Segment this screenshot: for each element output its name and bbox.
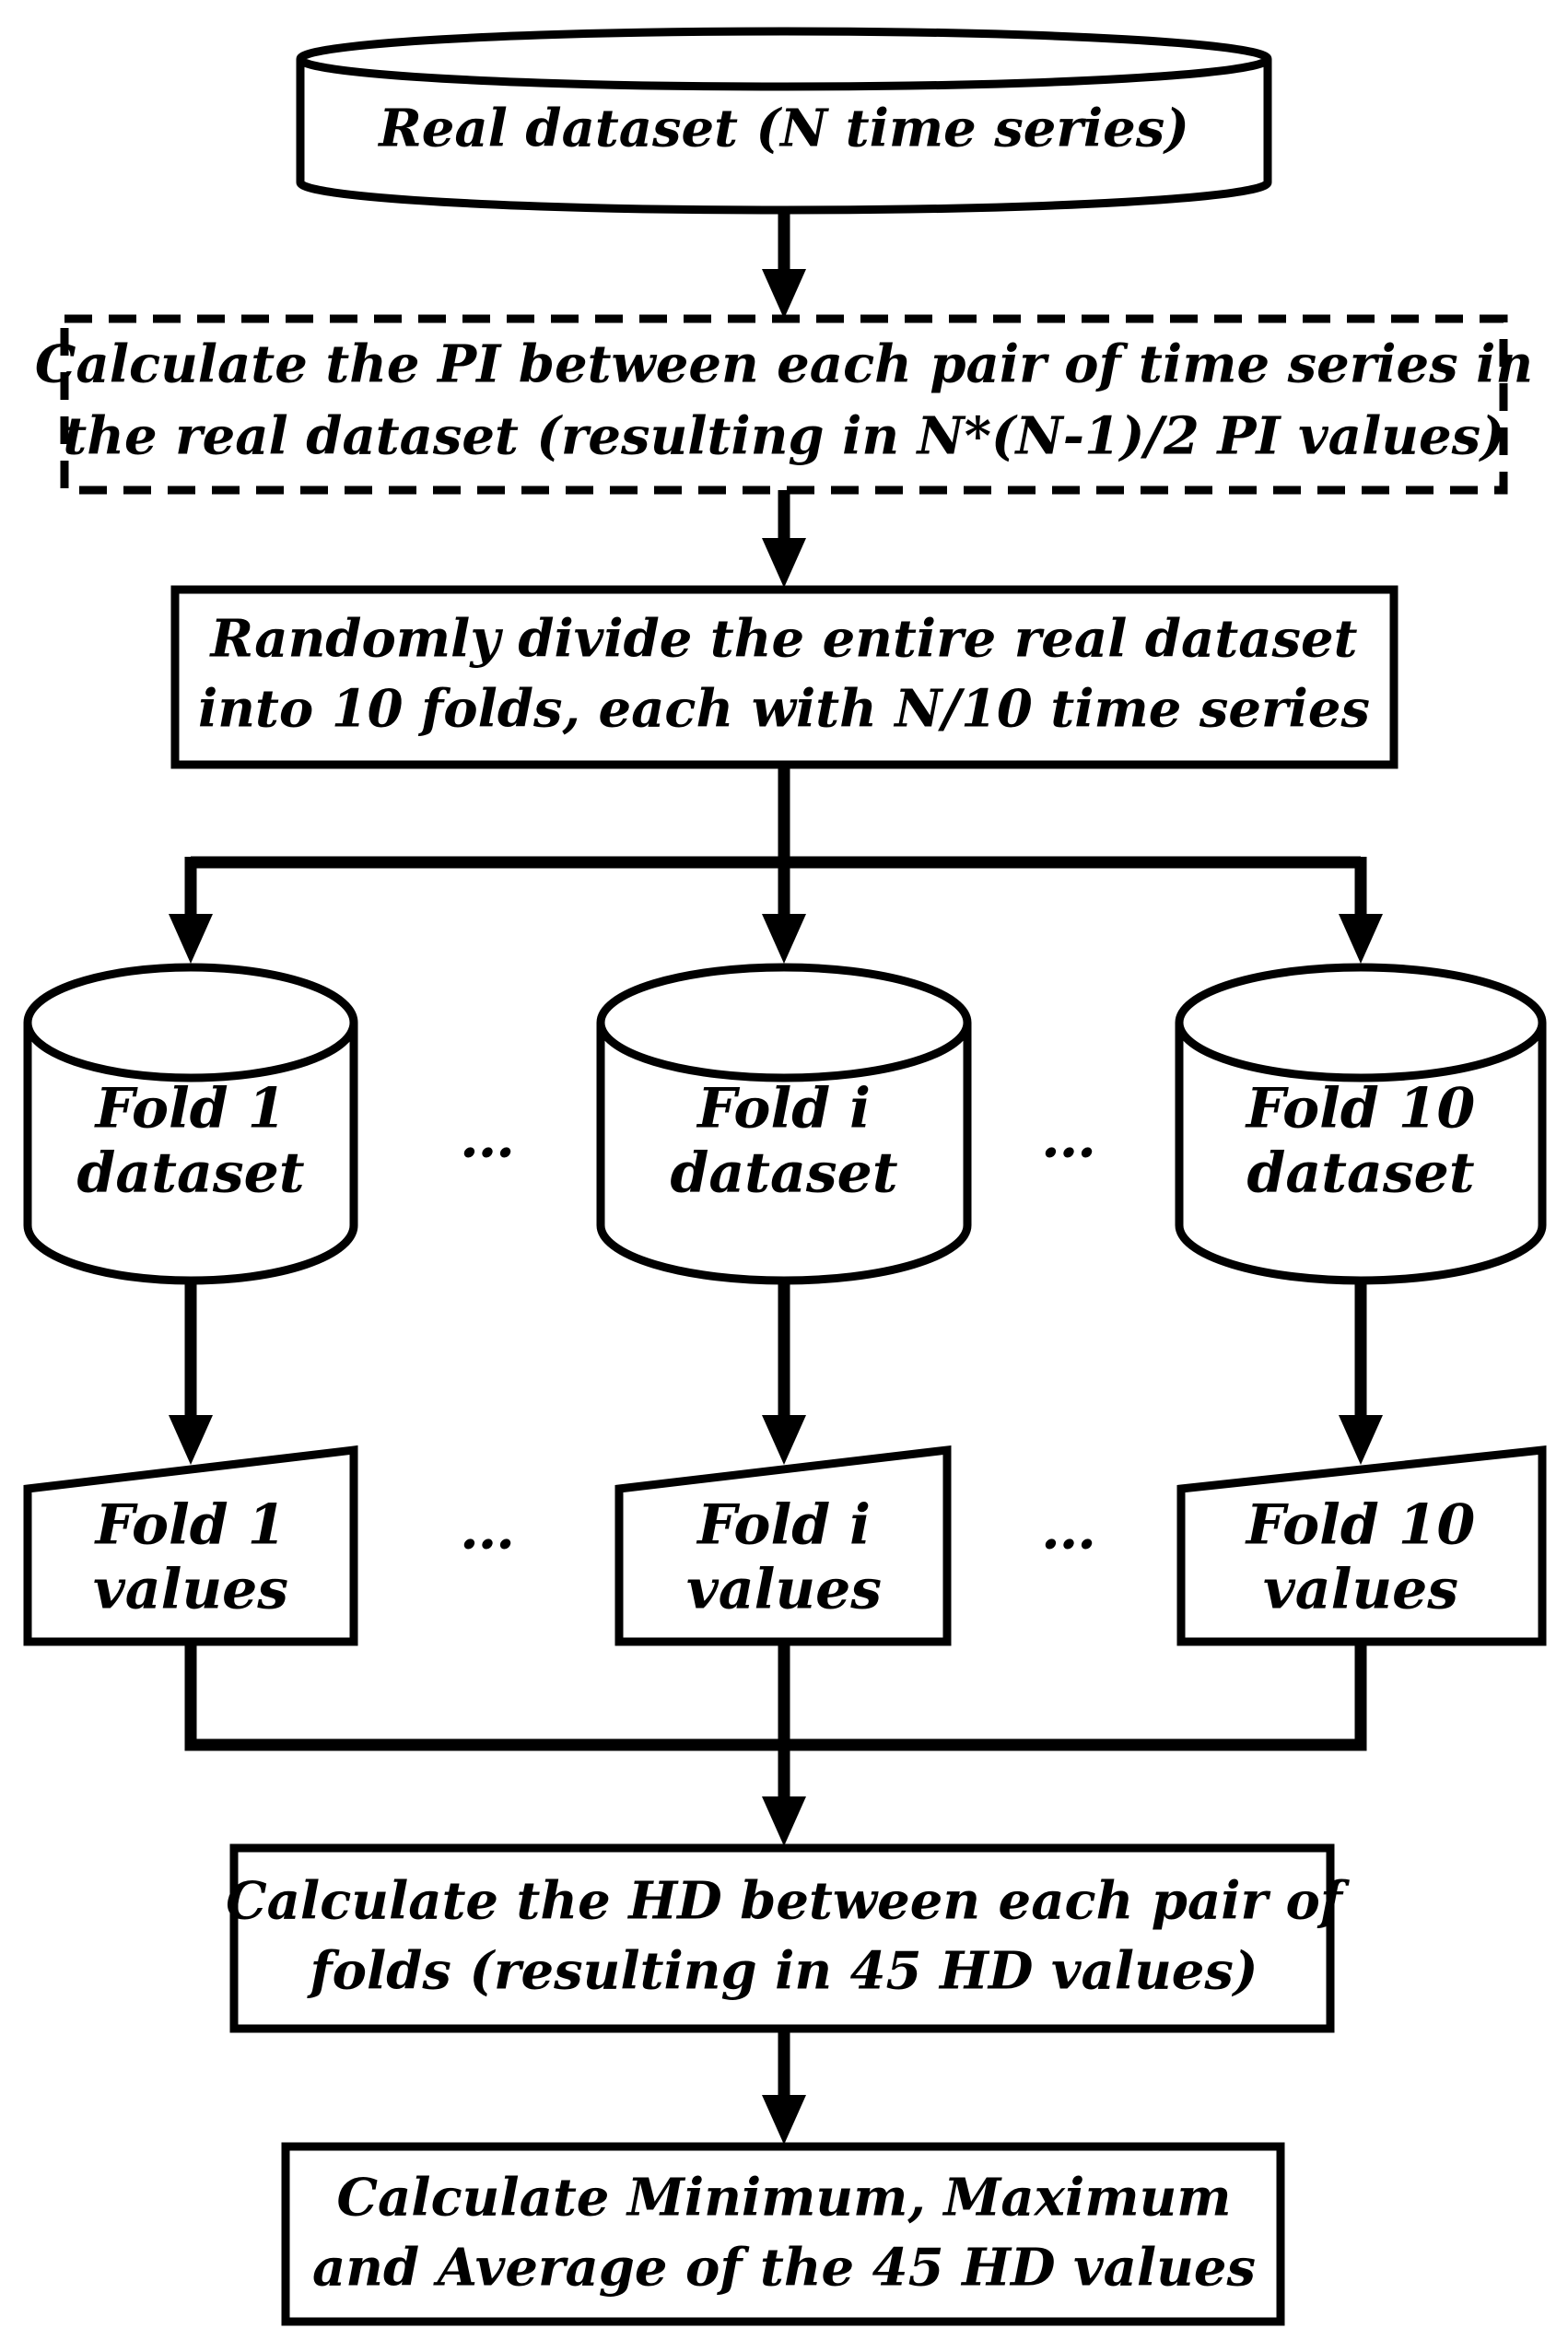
arrowhead (762, 538, 806, 588)
ellipsis-datasets-right: … (1041, 1106, 1096, 1171)
node-foldi-dataset: Fold i dataset (596, 963, 972, 1285)
calc-stats-line1: Calculate Minimum, Maximum (336, 2168, 1231, 2229)
arrowhead (762, 269, 806, 319)
calc-pi-line1: Calculate the PI between each pair of ti… (35, 334, 1533, 395)
cylinder-shape (596, 1023, 972, 1285)
cylinder-top (596, 963, 972, 1082)
calc-stats-line2: and Average of the 45 HD values (312, 2238, 1256, 2299)
node-divide: Randomly divide the entire real dataset … (170, 585, 1398, 769)
dashed-box (60, 314, 1508, 495)
ellipsis-datasets-left: … (460, 1106, 515, 1171)
node-fold1-values: Fold 1 values (23, 1445, 358, 1646)
foldi-values-line2: values (686, 1558, 882, 1622)
fold10-dataset-line2: dataset (1246, 1141, 1474, 1206)
connectors (169, 214, 1383, 2145)
node-calc-pi: Calculate the PI between each pair of ti… (35, 314, 1533, 495)
foldi-dataset-line1: Fold i (696, 1077, 871, 1141)
foldi-dataset-line2: dataset (670, 1141, 897, 1206)
arrowhead (169, 914, 213, 964)
cylinder-shape (1175, 1023, 1547, 1285)
cylinder-top (1175, 963, 1547, 1082)
fold1-dataset-line1: Fold 1 (94, 1077, 287, 1141)
fold10-dataset-line1: Fold 10 (1245, 1077, 1476, 1141)
divide-line2: into 10 folds, each with N/10 time serie… (198, 679, 1370, 740)
node-fold10-values: Fold 10 values (1176, 1445, 1547, 1646)
arrowhead (762, 1796, 806, 1846)
arrowhead (762, 2095, 806, 2145)
manual-input-shape (1176, 1445, 1547, 1646)
cylinder-shape (296, 59, 1272, 215)
fold10-values-line1: Fold 10 (1245, 1493, 1476, 1558)
node-fold1-dataset: Fold 1 dataset (23, 963, 358, 1285)
real-dataset-label: Real dataset (N time series) (377, 99, 1189, 159)
manual-input-shape (614, 1445, 952, 1646)
arrowhead (1339, 914, 1383, 964)
arrowhead (169, 1415, 213, 1465)
arrowhead (762, 1415, 806, 1465)
node-calc-stats: Calculate Minimum, Maximum and Average o… (281, 2142, 1285, 2326)
node-calc-hd: Calculate the HD between each pair of fo… (226, 1843, 1351, 2033)
foldi-values-line1: Fold i (696, 1493, 871, 1558)
calc-hd-line2: folds (resulting in 45 HD values) (307, 1941, 1258, 2002)
divide-line1: Randomly divide the entire real dataset (208, 609, 1357, 670)
manual-input-shape (23, 1445, 358, 1646)
cylinder-top (23, 963, 358, 1082)
arrowhead (1339, 1415, 1383, 1465)
calc-hd-line1: Calculate the HD between each pair of (226, 1871, 1351, 1932)
arrowhead (762, 914, 806, 964)
process-box (170, 585, 1398, 769)
node-real-dataset: Real dataset (N time series) (296, 27, 1272, 215)
fold1-values-line1: Fold 1 (94, 1493, 287, 1558)
fold1-values-line2: values (93, 1558, 288, 1622)
cylinder-top (296, 27, 1272, 91)
process-box (229, 1843, 1335, 2033)
node-foldi-values: Fold i values (614, 1445, 952, 1646)
ellipsis-values-left: … (460, 1498, 515, 1562)
node-fold10-dataset: Fold 10 dataset (1175, 963, 1547, 1285)
cylinder-shape (23, 1023, 358, 1285)
fold10-values-line2: values (1263, 1558, 1458, 1622)
edge-values-merge (184, 1642, 1367, 1751)
ellipsis-values-right: … (1041, 1498, 1096, 1562)
process-box (281, 2142, 1285, 2326)
calc-pi-line2: the real dataset (resulting in N*(N-1)/2… (63, 406, 1504, 467)
fold1-dataset-line2: dataset (76, 1141, 304, 1206)
